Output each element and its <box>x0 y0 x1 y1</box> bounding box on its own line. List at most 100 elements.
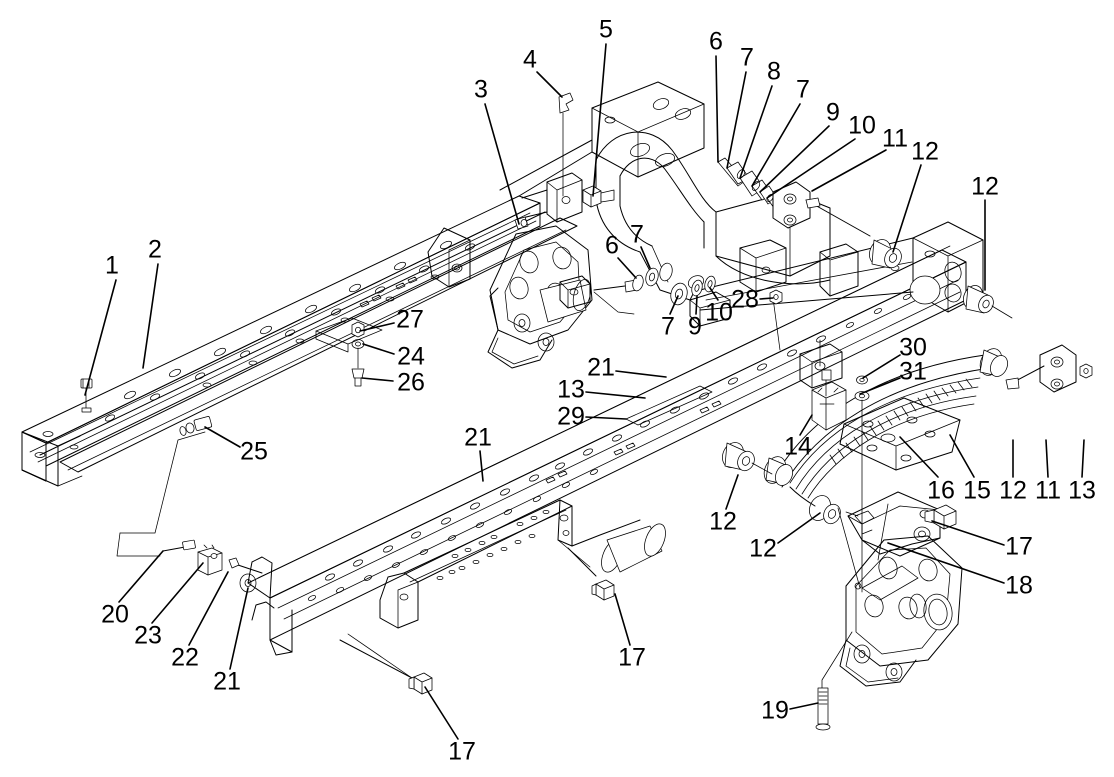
callout-number-7: 7 <box>630 220 644 249</box>
lower-crossmember-bracket <box>339 499 666 695</box>
callout-number-9: 9 <box>688 312 702 341</box>
callout-number-18: 18 <box>1005 571 1033 600</box>
leader-line-22 <box>188 571 229 646</box>
leader-line-19 <box>789 702 819 710</box>
callout-number-7: 7 <box>796 75 810 104</box>
callout-number-14: 14 <box>784 432 812 461</box>
leader-line-4 <box>536 71 563 98</box>
part-25-fitting <box>119 416 213 534</box>
leader-line-29 <box>585 416 627 420</box>
leader-line-10 <box>766 138 856 199</box>
leader-line-14 <box>799 414 813 436</box>
leader-line-7 <box>751 103 801 187</box>
leader-line-12 <box>892 164 922 253</box>
leader-line-17 <box>931 520 1005 546</box>
leader-line-16 <box>899 436 939 478</box>
leader-line-13 <box>585 391 646 399</box>
callout-number-7: 7 <box>740 43 754 72</box>
callout-number-11: 11 <box>1035 476 1061 505</box>
part-22-pin <box>228 557 263 574</box>
leader-line-21 <box>229 587 249 670</box>
callout-number-28: 28 <box>731 285 759 314</box>
part-11-link-lower <box>1005 344 1093 393</box>
leader-line-3 <box>484 103 520 225</box>
part-1-bolt <box>80 378 93 413</box>
part-20-hose <box>116 532 196 557</box>
leader-line-2 <box>142 263 159 369</box>
callout-number-17: 17 <box>618 643 646 672</box>
leader-line-13 <box>1081 439 1085 478</box>
callout-leaders <box>84 43 1085 740</box>
leader-line-20 <box>118 550 164 603</box>
callout-number-7: 7 <box>661 312 675 341</box>
callout-number-13: 13 <box>557 375 585 404</box>
leader-line-15 <box>949 434 975 478</box>
leader-line-11 <box>811 149 887 192</box>
leader-line-1 <box>84 279 117 396</box>
leader-line-11 <box>1045 439 1049 478</box>
leader-line-27 <box>359 322 395 332</box>
part-11-link-upper <box>772 181 902 269</box>
parts-30-31-washers <box>854 375 870 425</box>
callout-number-26: 26 <box>397 368 425 397</box>
callout-number-15: 15 <box>963 476 991 505</box>
leader-line-9 <box>695 295 698 315</box>
callout-number-1: 1 <box>105 251 119 280</box>
callout-number-21: 21 <box>587 353 615 382</box>
leader-line-21 <box>615 370 667 378</box>
callout-number-27: 27 <box>396 305 424 334</box>
callout-number-10: 10 <box>705 298 733 327</box>
callout-number-5: 5 <box>599 15 613 44</box>
part-12-bushing-right <box>963 285 1013 319</box>
callout-number-31: 31 <box>899 357 927 386</box>
callout-number-22: 22 <box>171 643 199 672</box>
leader-line-6 <box>617 257 637 279</box>
leader-line-28 <box>759 297 774 300</box>
fastener-stack-lower <box>632 262 783 306</box>
callout-number-21: 21 <box>213 667 241 696</box>
leader-line-30 <box>862 354 901 379</box>
callout-number-17: 17 <box>1005 532 1033 561</box>
leader-line-6 <box>715 55 719 163</box>
leader-line-17 <box>424 686 459 740</box>
part-5-bolt <box>582 185 615 208</box>
leader-line-10 <box>709 287 719 301</box>
part-19-bolt <box>815 631 853 731</box>
right-knuckle-assembly <box>837 423 963 687</box>
part-14-block <box>811 369 847 431</box>
callout-number-29: 29 <box>557 402 585 431</box>
callout-number-12: 12 <box>749 534 777 563</box>
callout-number-13: 13 <box>1068 476 1096 505</box>
callout-number-19: 19 <box>761 696 789 725</box>
callout-number-6: 6 <box>605 231 619 260</box>
lower-frame-rail <box>247 245 967 656</box>
leader-line-23 <box>151 562 204 624</box>
leader-line-18 <box>887 542 1005 584</box>
fasteners-27-24-26 <box>315 317 383 387</box>
callout-number-21: 21 <box>464 423 492 452</box>
part-23-valve <box>197 544 223 576</box>
callout-number-16: 16 <box>927 476 955 505</box>
leader-line-12 <box>725 474 739 510</box>
leader-line-12 <box>777 512 821 544</box>
leader-line-8 <box>739 85 773 179</box>
leader-line-5 <box>592 43 607 197</box>
frame-bracket-top <box>514 172 583 230</box>
part-15-16-mounting-plate <box>839 397 961 471</box>
callout-number-8: 8 <box>767 57 781 86</box>
callout-number-3: 3 <box>474 75 488 104</box>
leader-line-31 <box>859 377 901 395</box>
callout-number-24: 24 <box>397 342 425 371</box>
callout-number-23: 23 <box>134 621 162 650</box>
leader-line-26 <box>361 377 394 382</box>
callout-number-30: 30 <box>899 333 927 362</box>
callout-number-17: 17 <box>448 737 476 766</box>
callout-number-2: 2 <box>148 235 162 264</box>
callout-number-12: 12 <box>911 137 939 166</box>
leader-line-7 <box>640 246 651 269</box>
callout-number-12: 12 <box>709 507 737 536</box>
callout-number-11: 11 <box>882 124 908 153</box>
leader-line-21 <box>479 450 484 482</box>
part-12-bushing-mid <box>722 442 773 475</box>
left-frame-rail <box>21 195 578 487</box>
